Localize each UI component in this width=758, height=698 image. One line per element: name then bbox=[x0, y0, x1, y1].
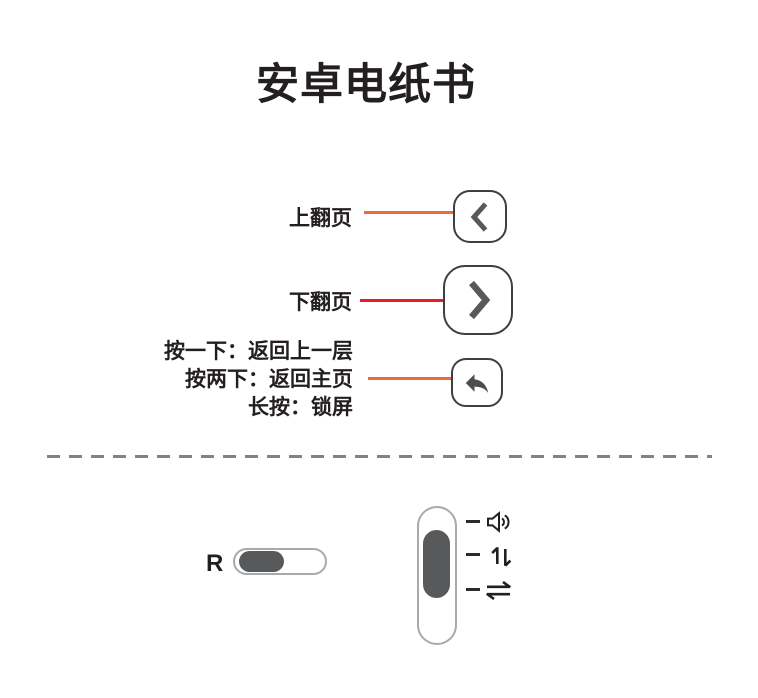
side-slider-knob bbox=[423, 530, 450, 598]
page-down-button bbox=[443, 265, 513, 335]
back-arrow-icon bbox=[462, 368, 492, 398]
page-down-label: 下翻页 bbox=[289, 291, 352, 314]
slider-tick-bottom bbox=[466, 588, 480, 591]
reset-slider-knob bbox=[239, 551, 284, 572]
back-desc-line-2: 按两下：返回主页 bbox=[185, 368, 353, 391]
page-up-label: 上翻页 bbox=[289, 207, 352, 230]
back-button bbox=[451, 358, 503, 407]
page-up-leader-line bbox=[364, 211, 456, 214]
swap-arrows-icon bbox=[485, 581, 512, 600]
page-up-button bbox=[453, 190, 507, 243]
page-down-leader-line bbox=[360, 299, 446, 302]
chevron-left-icon bbox=[467, 200, 493, 234]
back-button-description: 按一下：返回上一层 按两下：返回主页 长按：锁屏 bbox=[164, 338, 353, 422]
slider-tick-middle bbox=[466, 553, 480, 556]
back-leader-line bbox=[368, 377, 454, 380]
speaker-icon bbox=[485, 509, 513, 535]
slider-tick-top bbox=[466, 520, 480, 523]
dashed-divider bbox=[47, 455, 712, 458]
back-desc-line-3: 长按：锁屏 bbox=[248, 396, 353, 419]
page-updown-icon bbox=[489, 546, 514, 567]
reset-label: R bbox=[206, 550, 224, 577]
page-title: 安卓电纸书 bbox=[256, 61, 476, 109]
chevron-right-icon bbox=[463, 278, 493, 322]
back-desc-line-1: 按一下：返回上一层 bbox=[164, 340, 353, 363]
